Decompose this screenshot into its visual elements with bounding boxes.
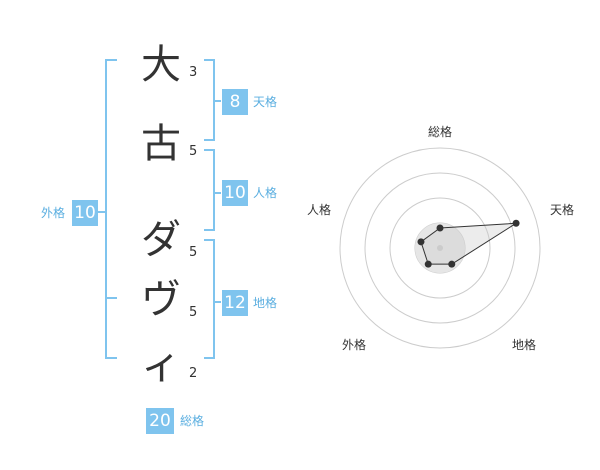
chikaku-badge: 12: [222, 290, 248, 316]
radar-point-1: [436, 224, 444, 232]
name-char-4: ヴ: [141, 277, 181, 323]
stroke-count-5: 2: [189, 366, 198, 381]
radar-ring-4: [339, 147, 541, 349]
chikaku-label: 地格: [253, 296, 278, 310]
jinkaku-label: 人格: [253, 186, 278, 200]
soukaku-badge: 20: [146, 408, 174, 434]
radar-data-polygon: [420, 222, 517, 265]
radar-point-3: [448, 260, 456, 268]
name-char-1: 大: [141, 42, 181, 88]
stroke-count-2: 5: [189, 144, 198, 159]
radar-point-5: [417, 238, 425, 246]
axis-label-soukaku: 総格: [428, 125, 453, 139]
name-char-3: ダ: [141, 217, 181, 263]
stroke-count-3: 5: [189, 245, 198, 260]
axis-label-jinkaku: 人格: [307, 203, 332, 217]
stroke-count-4: 5: [189, 305, 198, 320]
radar-point-4: [424, 260, 432, 268]
axis-label-tenkaku: 天格: [550, 203, 575, 217]
radar-ring-2: [389, 197, 491, 299]
jinkaku-badge: 10: [222, 180, 248, 206]
name-char-5: ィ: [141, 342, 181, 388]
soukaku-label: 総格: [180, 414, 205, 428]
tenkaku-badge: 8: [222, 89, 248, 115]
axis-label-gaikaku: 外格: [342, 338, 367, 352]
radar-center-dot: [437, 245, 443, 251]
axis-label-chikaku: 地格: [512, 338, 537, 352]
name-char-2: 古: [141, 121, 181, 167]
radar-ring-3: [364, 172, 516, 324]
radar-point-2: [512, 219, 520, 227]
gaikaku-label: 外格: [41, 206, 66, 220]
tenkaku-label: 天格: [253, 95, 278, 109]
gaikaku-badge: 10: [72, 200, 98, 226]
stroke-count-1: 3: [189, 65, 198, 80]
